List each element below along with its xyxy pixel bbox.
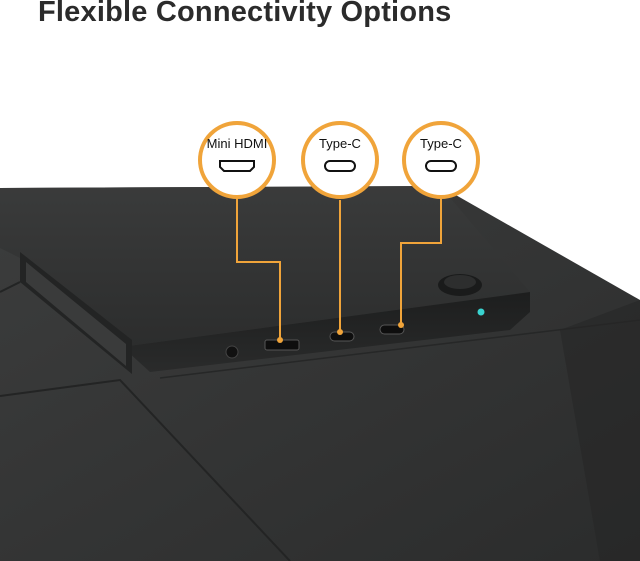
callout-usb-c-1: Type-C [301, 121, 379, 199]
leader-line-usbc-2 [400, 198, 442, 325]
callout-label: Type-C [420, 136, 462, 151]
callout-usb-c-2: Type-C [402, 121, 480, 199]
usb-c-port-icon [323, 159, 357, 178]
page-title: Flexible Connectivity Options [38, 0, 452, 28]
usb-c-port-icon [424, 159, 458, 178]
callout-label: Type-C [319, 136, 361, 151]
callout-mini-hdmi: Mini HDMI [198, 121, 276, 199]
leader-line-hdmi [236, 196, 281, 340]
callout-label: Mini HDMI [206, 136, 268, 151]
mini-hdmi-port-icon [218, 159, 256, 178]
audio-jack-icon [225, 345, 239, 359]
usb-c-port-2 [379, 324, 405, 335]
monitor-top-face [0, 186, 530, 346]
power-led-icon [477, 308, 485, 316]
